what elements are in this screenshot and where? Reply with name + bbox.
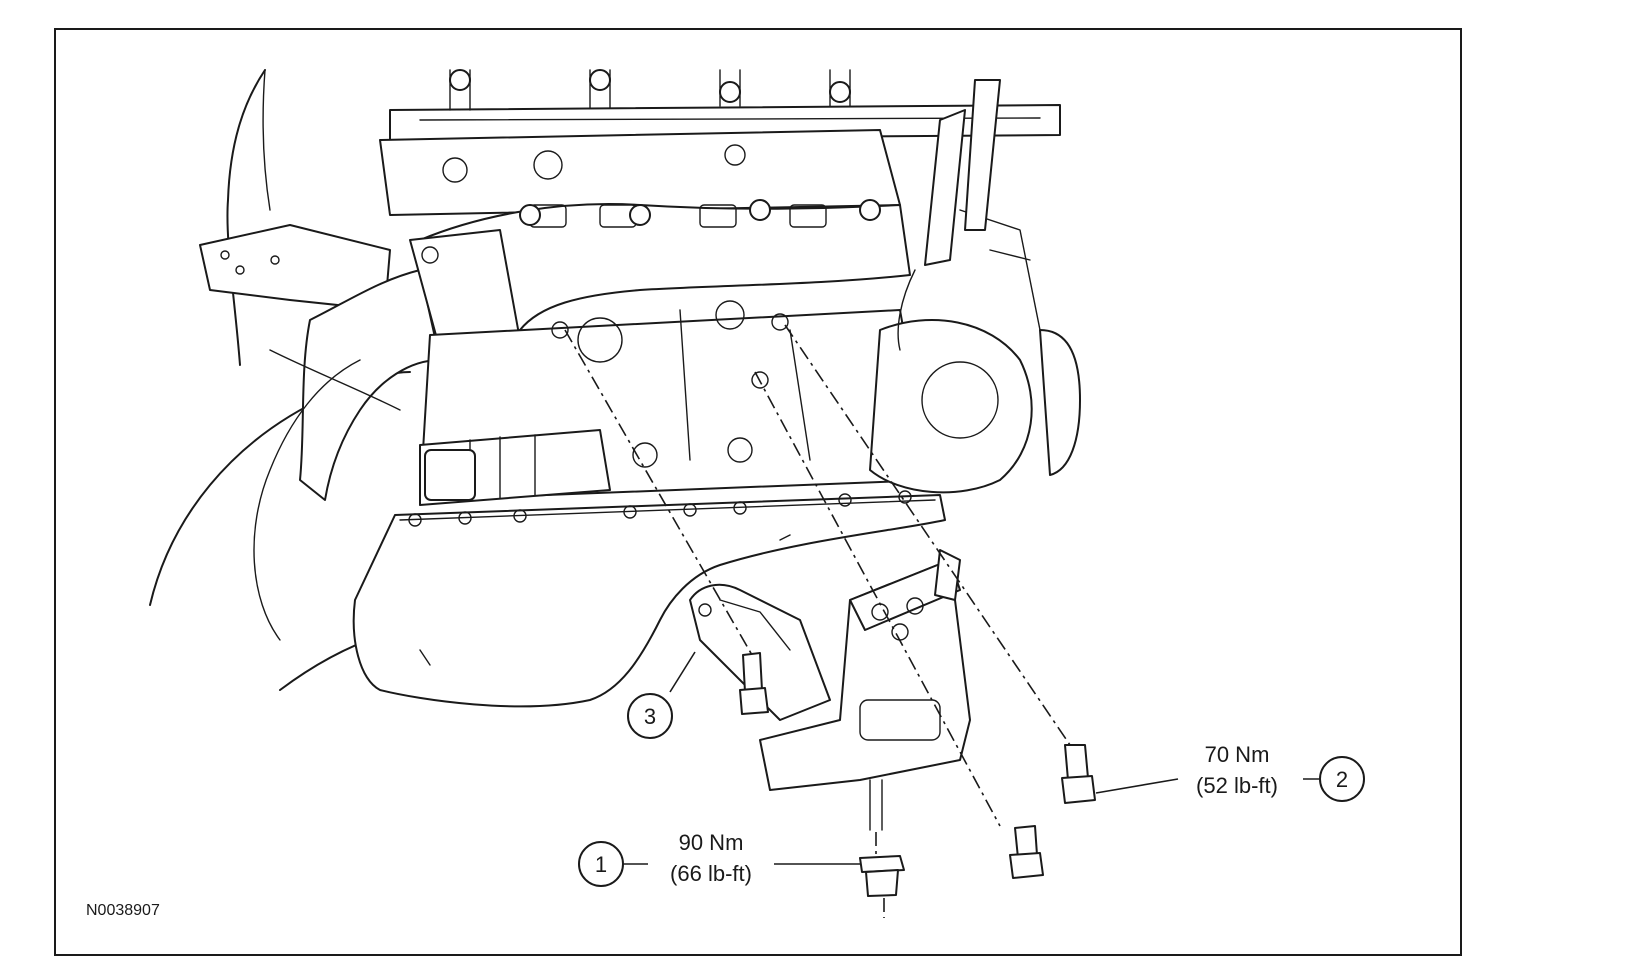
bolts xyxy=(739,652,1096,897)
engine-mount-bracket xyxy=(689,549,971,831)
engine-illustration xyxy=(149,69,1081,708)
alignment-lines xyxy=(564,324,1071,918)
callout-1-torque-nm: 90 Nm xyxy=(679,830,744,855)
diagram-frame xyxy=(54,28,1462,956)
callout-2: 70 Nm (52 lb-ft) 2 xyxy=(1095,742,1365,802)
callout-1-torque-lbft: (66 lb-ft) xyxy=(670,861,752,886)
callout-2-number: 2 xyxy=(1336,767,1348,792)
callout-3-circle xyxy=(627,693,673,739)
callout-1-number: 1 xyxy=(595,852,607,877)
callout-2-circle xyxy=(1319,756,1365,802)
callout-1: 1 90 Nm (66 lb-ft) xyxy=(578,830,860,887)
callout-2-torque-nm: 70 Nm xyxy=(1205,742,1270,767)
callout-3-number: 3 xyxy=(644,704,656,729)
callout-2-torque-lbft: (52 lb-ft) xyxy=(1196,773,1278,798)
figure-id: N0038907 xyxy=(86,902,160,919)
callout-3: 3 xyxy=(627,651,696,739)
